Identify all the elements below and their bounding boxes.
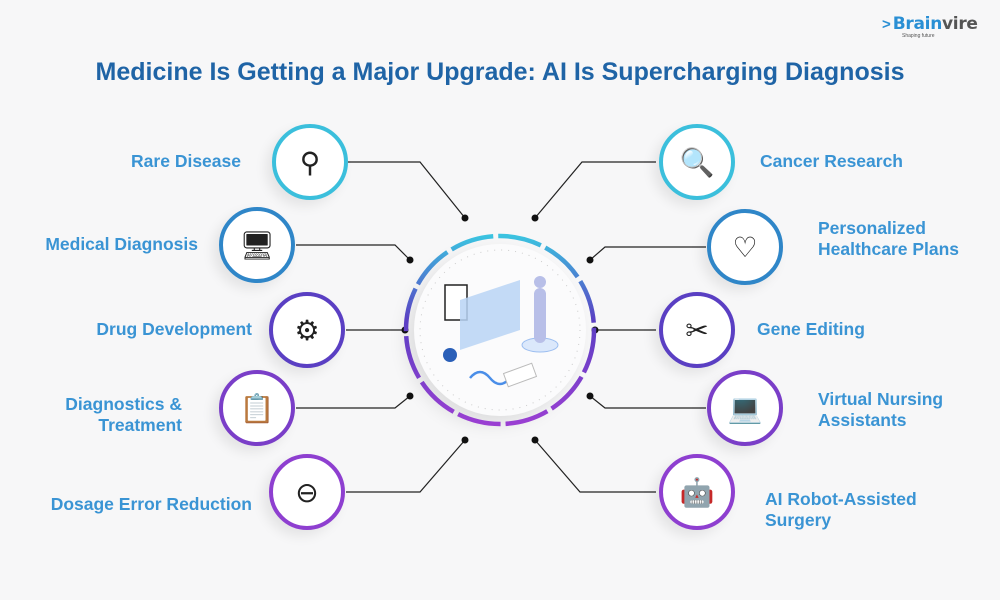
connector-dot xyxy=(461,436,469,444)
label-line: Surgery xyxy=(765,510,832,530)
nurse-monitor-icon: 💻 xyxy=(727,392,763,424)
center-ring-arc xyxy=(403,233,597,427)
gene-editing-node: ✂ xyxy=(659,292,735,368)
label-line: Personalized xyxy=(818,218,926,238)
hands-heart-icon: ♡ xyxy=(732,231,758,263)
clipboard-stethoscope-icon: 📋 xyxy=(239,392,275,424)
dosage-error-node: ⊖ xyxy=(269,454,345,530)
personalized-healthcare-node: ♡ xyxy=(707,209,783,285)
connector-dot xyxy=(406,256,414,264)
dna-scissors-icon: ✂ xyxy=(685,314,709,346)
drug-development-node: ⚙ xyxy=(269,292,345,368)
connector-dot xyxy=(531,214,539,222)
logo-name: Brain xyxy=(892,14,943,34)
connector-diagnostics xyxy=(296,395,411,409)
connector-dot xyxy=(586,256,594,264)
connector-personalized xyxy=(589,246,706,261)
label-line: Diagnostics & xyxy=(65,394,182,414)
robot-surgery-node: 🤖 xyxy=(659,454,735,530)
label-rare-disease: Rare Disease xyxy=(131,151,241,171)
label-robot-surgery: AI Robot-Assisted Surgery xyxy=(765,489,917,531)
robot-arm-icon: 🤖 xyxy=(679,476,715,508)
label-gene-editing: Gene Editing xyxy=(757,319,865,339)
diagnostics-treatment-node: 📋 xyxy=(219,370,295,446)
label-medical-diagnosis: Medical Diagnosis xyxy=(45,234,198,254)
connector-dot xyxy=(586,392,594,400)
connector-rare-disease xyxy=(348,161,466,219)
label-virtual-nursing: Virtual Nursing Assistants xyxy=(818,389,943,431)
connector-dosage xyxy=(346,439,466,493)
logo-chevron-icon: > xyxy=(882,16,891,33)
connector-dot xyxy=(461,214,469,222)
rare-disease-node: ⚲ xyxy=(272,124,348,200)
virtual-nursing-node: 💻 xyxy=(707,370,783,446)
label-line: Virtual Nursing xyxy=(818,389,944,409)
label-line: AI Robot-Assisted xyxy=(765,489,917,509)
ai-healthcare-illustration-icon xyxy=(443,276,559,388)
medical-diagnosis-node: 🖥 xyxy=(219,207,295,283)
monitor-medical-search-icon: 🖥 xyxy=(239,229,275,261)
connector-surgery xyxy=(534,439,656,493)
connector-nursing xyxy=(589,395,706,409)
brainvire-logo: >Brainvire Shaping future xyxy=(882,14,978,39)
label-line: Assistants xyxy=(818,410,907,430)
logo-name-suffix: vire xyxy=(942,14,978,34)
page-title: Medicine Is Getting a Major Upgrade: AI … xyxy=(95,58,905,86)
logo-tagline: Shaping future xyxy=(902,33,935,39)
person-magnifier-warning-icon: ⚲ xyxy=(299,146,321,178)
cancer-research-node: 🔍 xyxy=(659,124,735,200)
connector-medical-diagnosis xyxy=(296,244,411,261)
label-line: Treatment xyxy=(98,415,182,435)
label-line: Healthcare Plans xyxy=(818,239,960,259)
connector-dot xyxy=(531,436,539,444)
label-personalized-healthcare: Personalized Healthcare Plans xyxy=(818,218,959,260)
medicine-bottle-minus-icon: ⊖ xyxy=(295,476,319,508)
label-diagnostics-treatment: Diagnostics & Treatment xyxy=(65,394,182,436)
magnifier-cell-icon: 🔍 xyxy=(679,146,715,178)
label-cancer-research: Cancer Research xyxy=(760,151,903,171)
connector-cancer-research xyxy=(534,161,656,219)
connector-dot xyxy=(406,392,414,400)
gear-pill-search-icon: ⚙ xyxy=(294,314,320,346)
label-dosage-error: Dosage Error Reduction xyxy=(50,494,252,514)
label-drug-development: Drug Development xyxy=(96,319,252,339)
